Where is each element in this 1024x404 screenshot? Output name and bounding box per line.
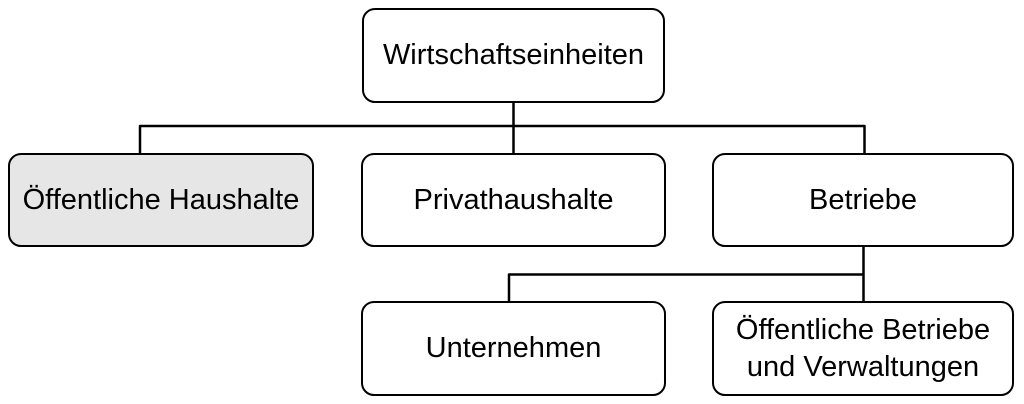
node-oeffentliche-haushalte-label: Öffentliche Haushalte — [22, 183, 300, 216]
node-unternehmen: Unternehmen — [361, 301, 666, 396]
node-betriebe: Betriebe — [712, 153, 1014, 247]
node-oeffentliche-haushalte: Öffentliche Haushalte — [8, 153, 314, 247]
node-betriebe-label: Betriebe — [808, 183, 917, 216]
node-unternehmen-label: Unternehmen — [425, 332, 602, 365]
node-privathaushalte: Privathaushalte — [361, 153, 666, 247]
node-oeffentliche-betriebe-und-verwaltungen: Öffentliche Betriebe und Verwaltungen — [712, 301, 1014, 396]
edge-betriebe-to-unternehmen — [507, 273, 864, 302]
node-oeffentliche-betriebe-und-verwaltungen-label: Öffentliche Betriebe und Verwaltungen — [735, 313, 991, 383]
node-wirtschaftseinheiten-label: Wirtschaftseinheiten — [382, 39, 645, 72]
node-privathaushalte-label: Privathaushalte — [413, 183, 614, 216]
edge-root-to-left-and-right-children — [138, 124, 866, 154]
node-wirtschaftseinheiten: Wirtschaftseinheiten — [362, 8, 665, 103]
